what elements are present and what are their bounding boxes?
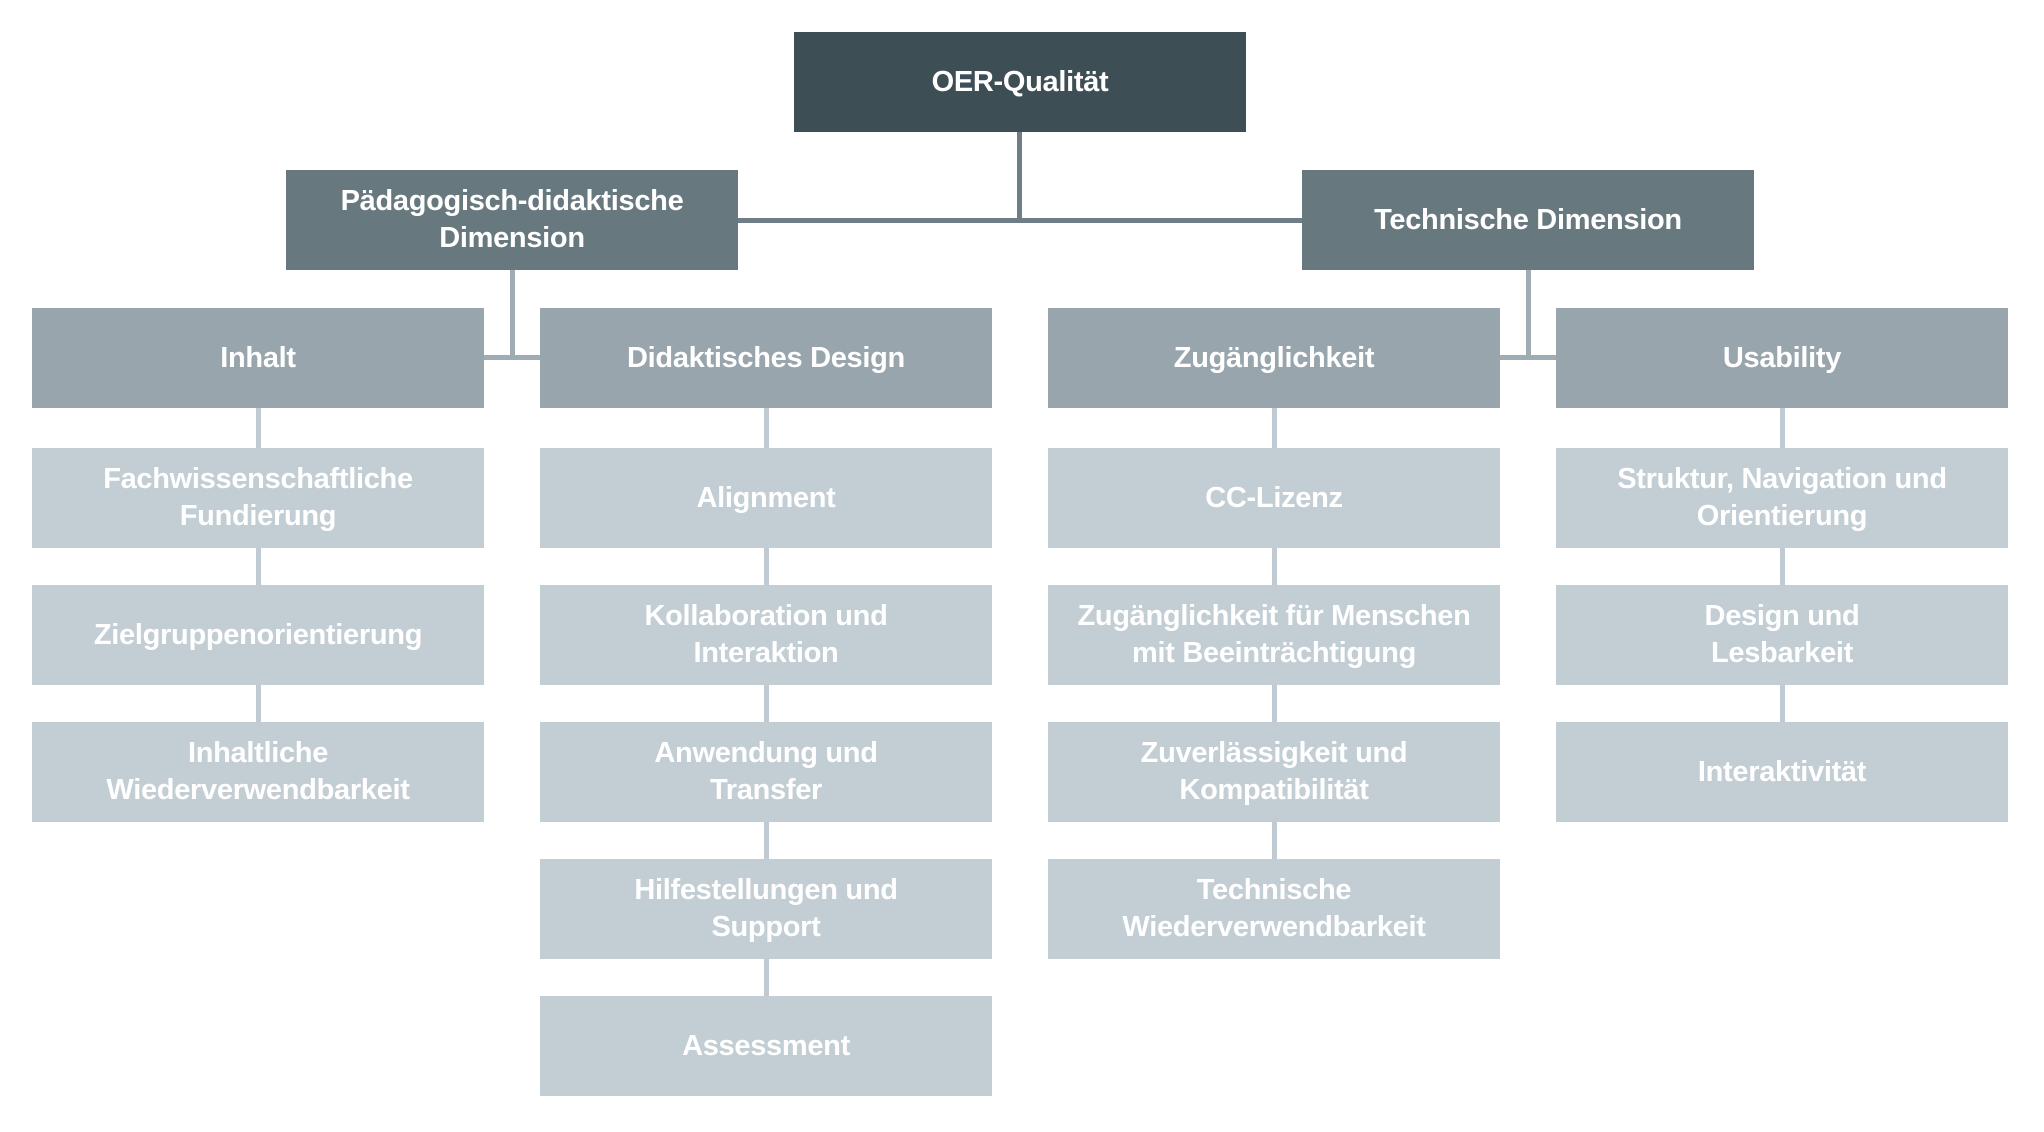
- item-node-inhaltliche-wiederverwendbarkeit: Inhaltliche Wiederverwendbarkeit: [32, 722, 484, 822]
- connector-branch-rail-right: [1500, 355, 1556, 360]
- connector-column-0-seg-0: [256, 408, 261, 448]
- item-node-interaktivitaet: Interaktivität: [1556, 722, 2008, 822]
- item-node-design-und-lesbarkeit: Design und Lesbarkeit: [1556, 585, 2008, 685]
- category-node-didaktisches-design: Didaktisches Design: [540, 308, 992, 408]
- category-node-zugaenglichkeit: Zugänglichkeit: [1048, 308, 1500, 408]
- item-node-struktur-navigation-und-orientierung: Struktur, Navigation und Orientierung: [1556, 448, 2008, 548]
- connector-column-2-seg-0: [1272, 408, 1277, 448]
- item-node-zuverlaessigkeit-und-kompatibilitaet: Zuverlässigkeit und Kompatibilität: [1048, 722, 1500, 822]
- connector-column-3-seg-2: [1780, 685, 1785, 722]
- item-node-technische-wiederverwendbarkeit: Technische Wiederverwendbarkeit: [1048, 859, 1500, 959]
- connector-root-rail: [738, 218, 1302, 223]
- item-node-fachwissenschaftliche-fundierung: Fachwissenschaftliche Fundierung: [32, 448, 484, 548]
- connector-column-2-seg-2: [1272, 685, 1277, 722]
- connector-root-vertical: [1017, 132, 1022, 222]
- item-node-zielgruppenorientierung: Zielgruppenorientierung: [32, 585, 484, 685]
- category-node-usability: Usability: [1556, 308, 2008, 408]
- connector-column-1-seg-0: [764, 408, 769, 448]
- dimension-node-technische-dimension: Technische Dimension: [1302, 170, 1754, 270]
- item-node-kollaboration-und-interaktion: Kollaboration und Interaktion: [540, 585, 992, 685]
- connector-column-1-seg-1: [764, 548, 769, 585]
- connector-dimension-right-vertical: [1526, 270, 1531, 360]
- connector-column-1-seg-3: [764, 822, 769, 859]
- connector-column-2-seg-1: [1272, 548, 1277, 585]
- item-node-zugaenglichkeit-fuer-menschen-mit-beeintraechtigung: Zugänglichkeit für Menschen mit Beeinträ…: [1048, 585, 1500, 685]
- connector-branch-rail-left: [484, 355, 540, 360]
- connector-column-1-seg-2: [764, 685, 769, 722]
- item-node-assessment: Assessment: [540, 996, 992, 1096]
- dimension-node-paedagogisch-didaktische-dimension: Pädagogisch-didaktische Dimension: [286, 170, 738, 270]
- connector-column-0-seg-1: [256, 548, 261, 585]
- connector-column-3-seg-0: [1780, 408, 1785, 448]
- category-node-inhalt: Inhalt: [32, 308, 484, 408]
- item-node-hilfestellungen-und-support: Hilfestellungen und Support: [540, 859, 992, 959]
- item-node-anwendung-und-transfer: Anwendung und Transfer: [540, 722, 992, 822]
- item-node-alignment: Alignment: [540, 448, 992, 548]
- connector-column-2-seg-3: [1272, 822, 1277, 859]
- connector-column-0-seg-2: [256, 685, 261, 722]
- connector-dimension-left-vertical: [510, 270, 515, 360]
- root-node-oer-qualitaet: OER-Qualität: [794, 32, 1246, 132]
- item-node-cc-lizenz: CC-Lizenz: [1048, 448, 1500, 548]
- connector-column-1-seg-4: [764, 959, 769, 996]
- connector-column-3-seg-1: [1780, 548, 1785, 585]
